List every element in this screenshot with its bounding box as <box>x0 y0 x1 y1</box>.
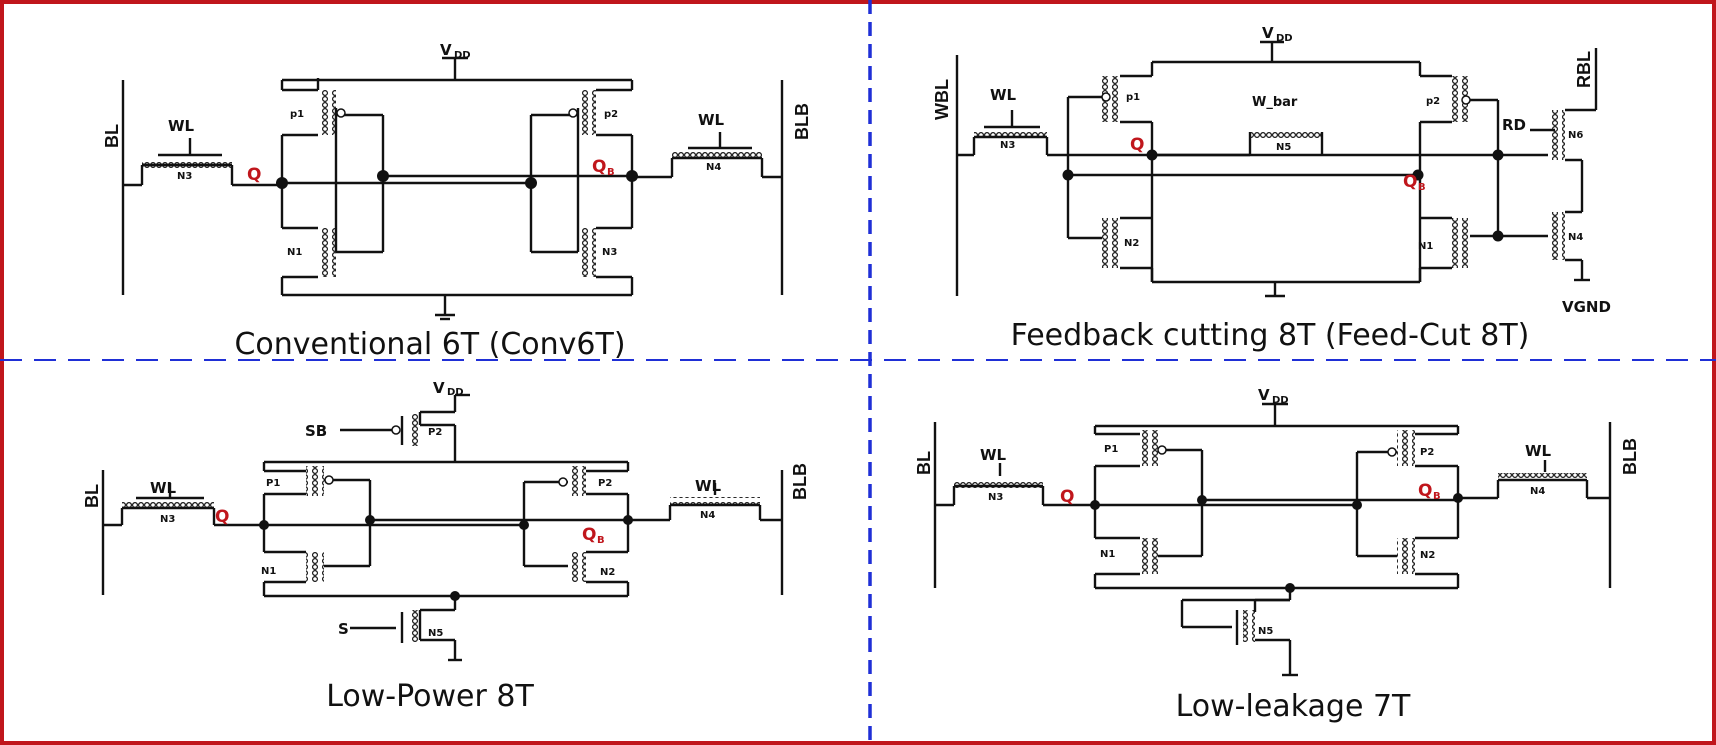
svg-text:Q: Q <box>582 525 596 545</box>
svg-text:BL: BL <box>914 451 934 475</box>
svg-text:P2: P2 <box>1420 447 1434 458</box>
n1-channel <box>318 228 336 277</box>
svg-text:N1: N1 <box>1418 241 1433 252</box>
svg-text:Q: Q <box>1418 481 1432 501</box>
svg-text:VGND: VGND <box>1562 298 1611 316</box>
svg-text:N2: N2 <box>1420 550 1435 561</box>
blb-label: BLB <box>792 103 812 140</box>
svg-text:N3: N3 <box>602 247 617 258</box>
svg-text:N4: N4 <box>1568 232 1583 243</box>
svg-text:V: V <box>433 379 445 397</box>
svg-text:B: B <box>597 535 605 546</box>
caption-conv6t: Conventional 6T (Conv6T) <box>234 327 625 362</box>
caption-lowpower8t: Low-Power 8T <box>326 679 534 714</box>
svg-text:BL: BL <box>82 484 102 508</box>
svg-text:N3: N3 <box>988 492 1003 503</box>
svg-text:BLB: BLB <box>790 463 810 500</box>
svg-text:N3: N3 <box>1000 140 1015 151</box>
svg-text:B: B <box>607 167 615 178</box>
wl-right-label: WL <box>698 111 725 129</box>
svg-text:V: V <box>1258 386 1270 404</box>
wbl-label: WBL <box>932 79 952 120</box>
panel-lowpower8t-devices: V DD SB S BL BLB WL WL P2 P1 P2 N1 N2 N3… <box>82 379 810 714</box>
panel-lowpower8t <box>101 393 784 662</box>
svg-text:N3: N3 <box>177 171 192 182</box>
svg-text:Q: Q <box>1130 135 1144 155</box>
svg-text:DD: DD <box>447 387 464 398</box>
svg-text:DD: DD <box>454 50 471 61</box>
qb-label: Q <box>592 157 606 177</box>
svg-text:Q: Q <box>1060 487 1074 507</box>
svg-text:DD: DD <box>1276 33 1293 44</box>
svg-text:BLB: BLB <box>1620 438 1640 475</box>
n3-access-channel <box>142 158 232 168</box>
rbl-label: RBL <box>1574 51 1594 88</box>
svg-text:WL: WL <box>990 86 1017 104</box>
svg-text:Q: Q <box>1403 172 1417 192</box>
svg-text:p2: p2 <box>1426 96 1440 107</box>
node-q <box>276 177 288 189</box>
svg-text:N1: N1 <box>1100 549 1115 560</box>
svg-text:p1: p1 <box>1126 92 1140 103</box>
svg-text:P1: P1 <box>1104 444 1118 455</box>
svg-text:N4: N4 <box>706 162 721 173</box>
caption-lowleakage7t: Low-leakage 7T <box>1176 689 1411 724</box>
svg-text:N6: N6 <box>1568 130 1583 141</box>
bl-label: BL <box>102 124 122 148</box>
svg-text:N1: N1 <box>287 247 302 258</box>
svg-text:N4: N4 <box>1530 486 1545 497</box>
svg-text:N2: N2 <box>600 567 615 578</box>
svg-text:N4: N4 <box>700 510 715 521</box>
panel-feedcut8t-devices: V DD WBL RBL WL W_bar p1 p2 N2 N1 N3 N5 … <box>932 24 1611 353</box>
svg-text:P1: P1 <box>266 478 280 489</box>
n3-channel <box>578 228 596 277</box>
svg-text:B: B <box>1418 182 1426 193</box>
svg-text:B: B <box>1433 491 1441 502</box>
svg-text:P2: P2 <box>428 427 442 438</box>
svg-text:p1: p1 <box>290 109 304 120</box>
svg-text:W_bar: W_bar <box>1252 95 1298 110</box>
svg-text:N5: N5 <box>428 628 443 639</box>
svg-text:SB: SB <box>305 422 327 440</box>
svg-text:N3: N3 <box>160 514 175 525</box>
panel-conv6t-devices: V DD BL BLB WL WL p1 p2 N1 N3 N3 N4 Q Q … <box>102 41 812 362</box>
vdd-label: V <box>440 41 452 59</box>
svg-text:S: S <box>338 620 349 638</box>
svg-text:DD: DD <box>1272 395 1289 406</box>
n4-access-channel <box>672 150 762 160</box>
svg-text:V: V <box>1262 24 1274 42</box>
panel-conv6t <box>121 56 784 321</box>
q-label: Q <box>247 165 261 185</box>
svg-text:RD: RD <box>1502 116 1526 134</box>
svg-text:WL: WL <box>150 479 177 497</box>
svg-text:N1: N1 <box>261 566 276 577</box>
svg-text:N2: N2 <box>1124 238 1139 249</box>
svg-text:P2: P2 <box>598 478 612 489</box>
svg-text:WL: WL <box>980 446 1007 464</box>
p1-channel <box>318 90 336 135</box>
svg-text:WL: WL <box>695 477 722 495</box>
svg-text:N5: N5 <box>1276 142 1291 153</box>
wl-left-label: WL <box>168 117 195 135</box>
panel-feedcut8t <box>955 40 1598 298</box>
node-qb <box>626 170 638 182</box>
svg-text:WL: WL <box>1525 442 1552 460</box>
svg-text:p2: p2 <box>604 109 618 120</box>
caption-feedcut8t: Feedback cutting 8T (Feed-Cut 8T) <box>1011 318 1530 353</box>
svg-text:Q: Q <box>215 507 229 527</box>
svg-text:N5: N5 <box>1258 626 1273 637</box>
p2-channel <box>578 90 596 135</box>
panel-lowleakage7t-devices: V DD BL BLB WL WL P1 P2 N1 N2 N3 N4 N5 Q… <box>914 386 1640 724</box>
